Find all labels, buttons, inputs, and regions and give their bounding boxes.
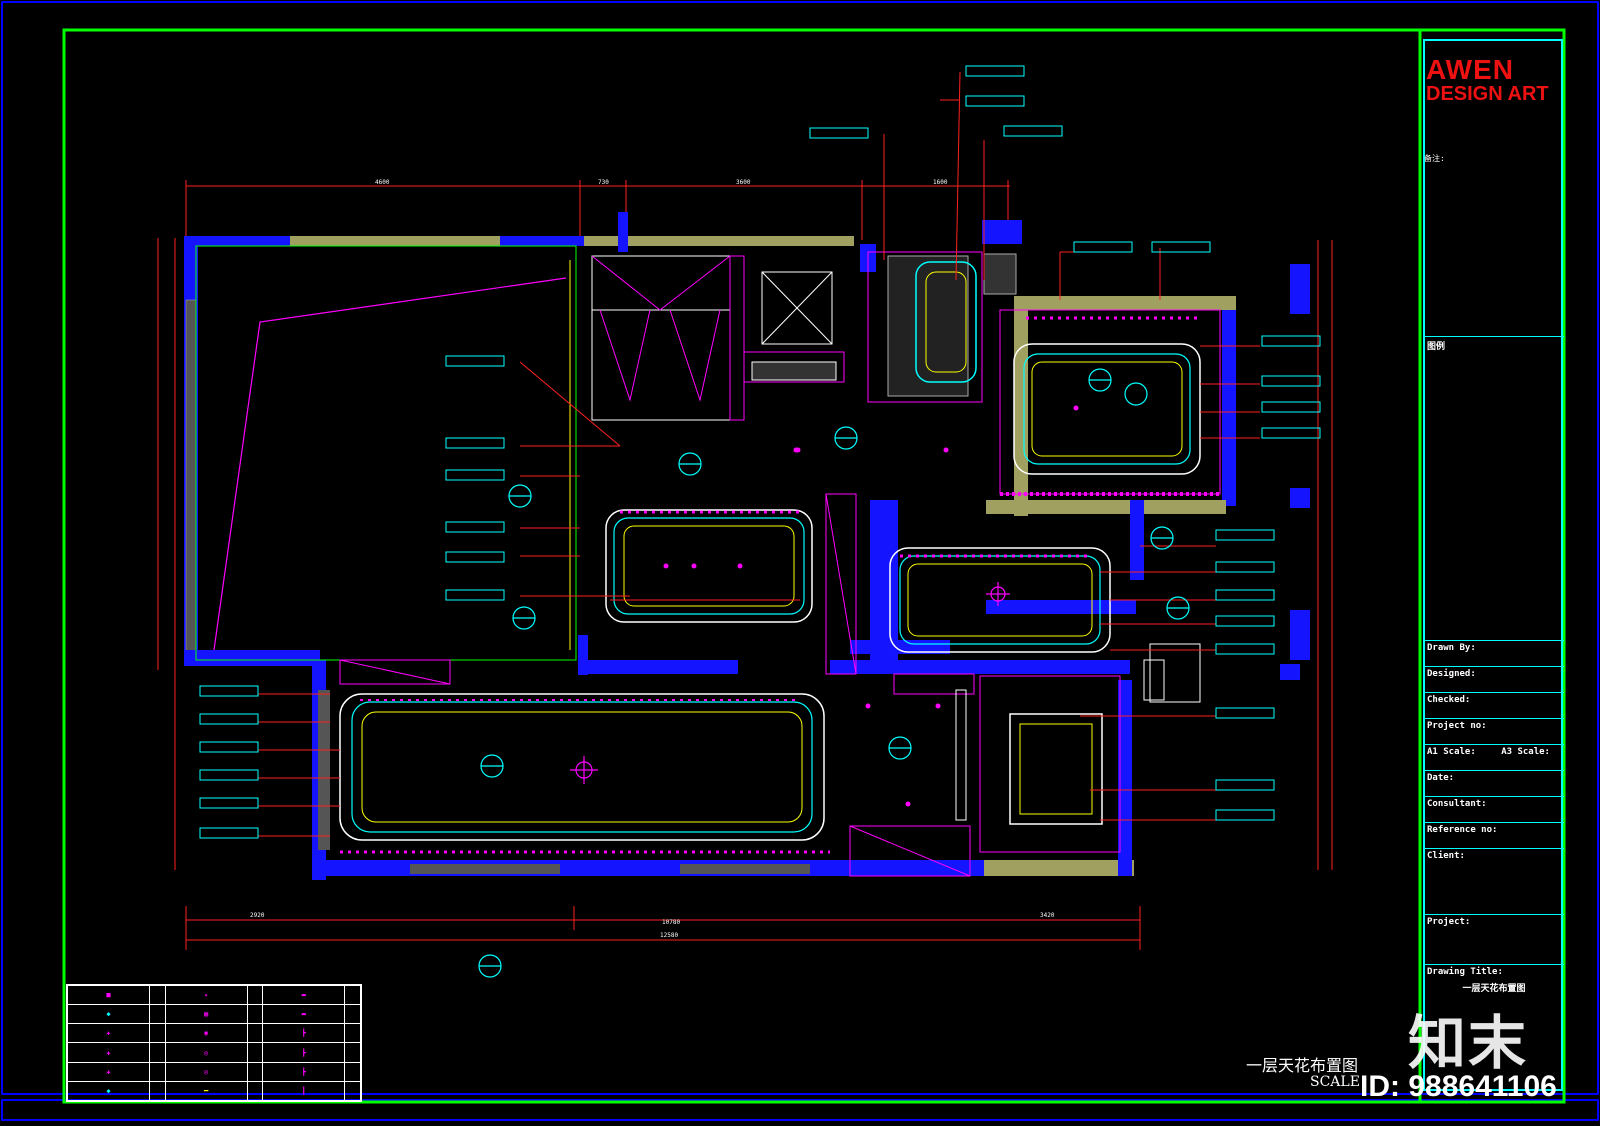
downlight-icon <box>663 405 1079 807</box>
svg-text:3420: 3420 <box>1040 912 1055 919</box>
notes-heading: 备注: <box>1424 154 1445 163</box>
svg-text:730: 730 <box>598 179 609 186</box>
watermark-brand: 知末 <box>1408 1009 1529 1077</box>
tb-project: Project: <box>1424 914 1564 958</box>
title-block-inner <box>1423 39 1563 1091</box>
tb-client: Client: <box>1424 848 1564 902</box>
tb-consultant: Consultant: <box>1424 796 1564 822</box>
client-label: Client: <box>1427 851 1465 861</box>
designed-label: Designed: <box>1427 669 1476 679</box>
leader-lines <box>258 71 1260 837</box>
svg-text:4600: 4600 <box>375 179 390 186</box>
section-marker-icon <box>478 368 1190 978</box>
room-living <box>195 245 577 661</box>
room-elevator <box>743 271 845 383</box>
svg-text:10780: 10780 <box>662 919 680 926</box>
logo-line2: DESIGN ART <box>1426 83 1549 105</box>
room-bath <box>867 251 1017 403</box>
room-dining <box>605 493 857 675</box>
room-closet <box>591 255 745 421</box>
svg-text:12580: 12580 <box>660 932 678 939</box>
a1-scale-label: A1 Scale: <box>1427 747 1476 757</box>
room-bedroom-master <box>999 309 1221 496</box>
logo-line1: AWEN <box>1426 54 1514 85</box>
svg-text:2920: 2920 <box>250 912 265 919</box>
drawing-title-value: 一层天花布置图 <box>1462 984 1526 994</box>
legend-table: ■✦▬ ◆▦▬ ✚◉┣ ✚◎┣ ✚◎┣ ◆━┃ <box>67 984 361 1102</box>
consultant-label: Consultant: <box>1427 799 1487 809</box>
a3-scale-label: A3 Scale: <box>1501 747 1550 757</box>
room-study <box>893 643 1201 853</box>
tb-scales: A1 Scale: A3 Scale: <box>1424 744 1564 770</box>
drawing-title: 一层天花布置图 <box>1246 1056 1359 1075</box>
project-label: Project: <box>1427 917 1471 927</box>
symbol-legend: ■✦▬ ◆▦▬ ✚◉┣ ✚◎┣ ✚◎┣ ◆━┃ <box>66 984 362 1102</box>
svg-text:3600: 3600 <box>736 179 751 186</box>
tb-reference: Reference no: <box>1424 822 1564 848</box>
watermark-id: ID: 988641106 <box>1360 1070 1557 1103</box>
scale-label: SCALE <box>1310 1074 1360 1090</box>
svg-text:1600: 1600 <box>933 179 948 186</box>
project-no-label: Project no: <box>1427 721 1487 731</box>
sheet-frame <box>62 28 1566 1104</box>
tb-date: Date: <box>1424 770 1564 796</box>
dimension-text: 4600 730 3600 1600 2920 12580 3420 10780 <box>250 179 1055 939</box>
tb-drawing-title: Drawing Title: 一层天花布置图 <box>1424 964 1564 1004</box>
tb-legend-heading: 图例 <box>1424 336 1564 362</box>
date-label: Date: <box>1427 773 1455 783</box>
tb-checked: Checked: <box>1424 692 1564 718</box>
outer-border <box>1 1 1599 1095</box>
tb-designed: Designed: <box>1424 666 1564 692</box>
tb-project-no: Project no: <box>1424 718 1564 744</box>
checked-label: Checked: <box>1427 695 1471 705</box>
reference-label: Reference no: <box>1427 825 1498 835</box>
callout-tags <box>199 65 1321 839</box>
chandelier-icon <box>570 582 1010 784</box>
dimension-lines <box>157 180 1333 950</box>
legend-heading-text: 图例 <box>1427 342 1446 352</box>
tb-drawn-by: Drawn By: <box>1424 640 1564 666</box>
drawing-title-label: Drawing Title: <box>1427 967 1503 977</box>
room-lounge <box>318 659 971 877</box>
bottom-border <box>1 1099 1599 1121</box>
drawn-by-label: Drawn By: <box>1427 643 1476 653</box>
company-logo: AWEN DESIGN ART <box>1426 56 1556 116</box>
